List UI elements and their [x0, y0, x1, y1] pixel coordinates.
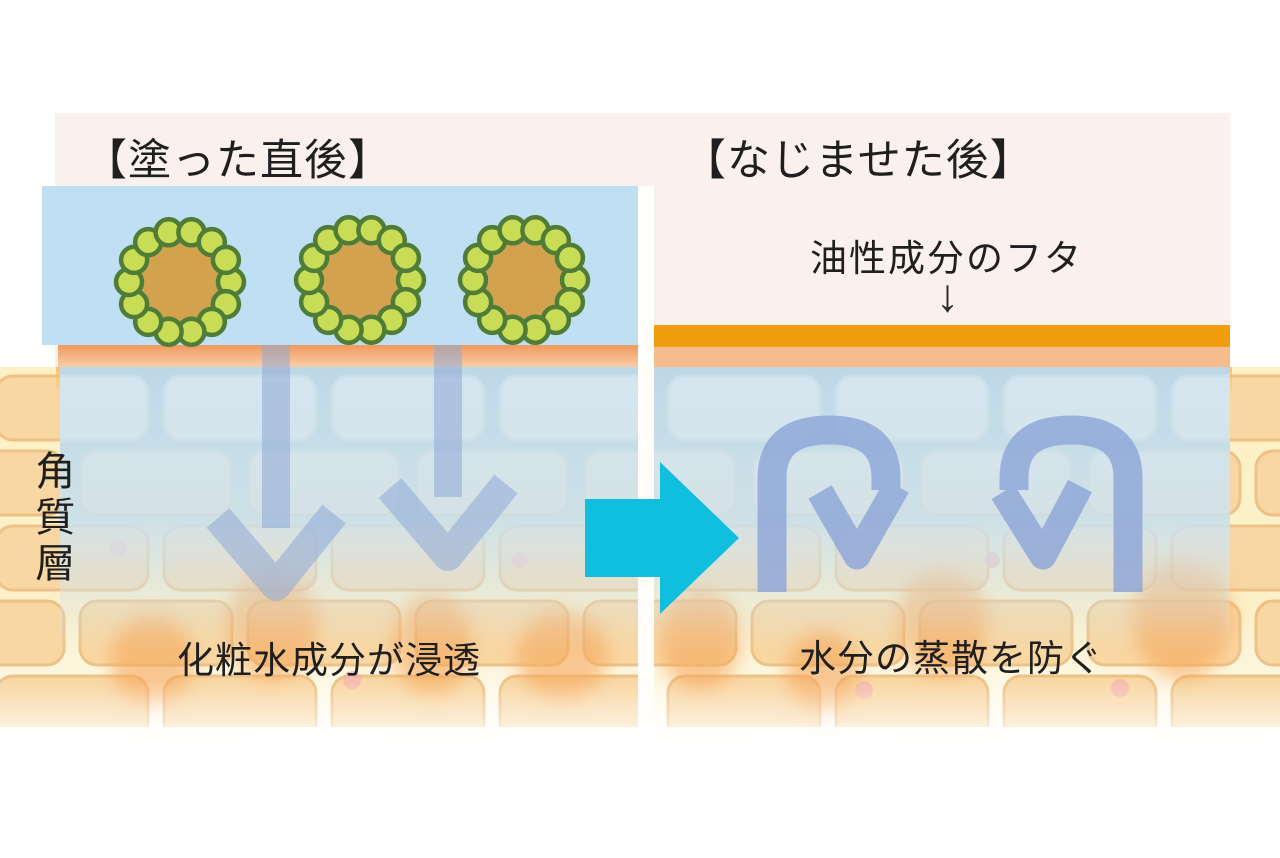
- penetration-arrow: [378, 345, 518, 571]
- panel-divider: [638, 186, 654, 740]
- uturn-arrow-icon: [991, 415, 1143, 592]
- oil-lid-under-strip: [654, 347, 1230, 367]
- stratum-corneum-label: 角質層: [29, 450, 74, 588]
- right-panel-title: 【なじませた後】: [683, 137, 1034, 185]
- micelle: [294, 214, 426, 346]
- evaporation-block-arrows: [757, 415, 1143, 592]
- transition-arrow-icon: [585, 462, 739, 614]
- left-panel-caption: 化粧水成分が浸透: [177, 640, 481, 681]
- surface-oil-strip-left: [58, 345, 638, 367]
- lotion-layer: [42, 186, 638, 348]
- oil-lid-label: 油性成分のフタ: [810, 238, 1083, 279]
- down-arrow-icon: ↓: [936, 269, 959, 321]
- oil-lid-bar: [654, 325, 1230, 347]
- uturn-arrow-icon: [757, 415, 909, 592]
- penetration-arrows: [206, 345, 518, 601]
- penetration-arrow: [206, 345, 346, 601]
- right-panel-caption: 水分の蒸散を防ぐ: [799, 638, 1103, 679]
- micelle: [458, 214, 590, 346]
- micelle: [114, 216, 246, 348]
- left-panel-title: 【塗った直後】: [84, 137, 392, 185]
- oil-lid: [654, 325, 1230, 367]
